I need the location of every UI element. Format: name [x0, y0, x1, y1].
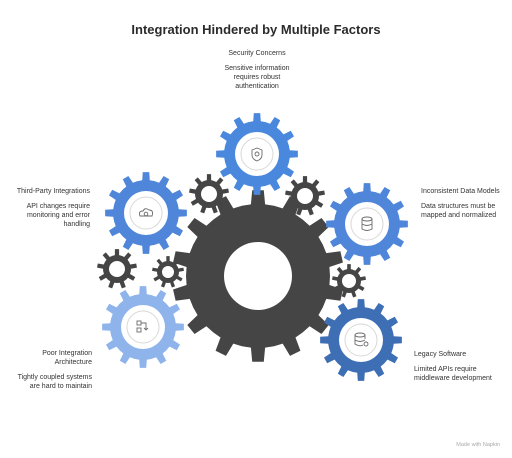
factor-title: Security Concerns	[228, 50, 286, 57]
footer-credit: Made with Napkin	[456, 442, 500, 448]
label-third-party-integrations: Third-Party Integrations API changes req…	[10, 187, 90, 229]
gear-inconsistent-data-models	[326, 183, 408, 265]
central-gear	[173, 190, 343, 362]
gear-security-concerns	[216, 113, 298, 195]
shield-icon	[251, 147, 263, 162]
factor-title: Legacy Software	[414, 351, 467, 358]
connector-gear-left-outer	[97, 249, 137, 289]
icon-badge	[240, 137, 274, 171]
factor-description: Limited APIs require middleware developm…	[414, 366, 492, 382]
icon-badge	[350, 207, 384, 241]
cloud-gear-icon	[138, 208, 154, 217]
connector-gear-top-right	[285, 176, 325, 216]
label-poor-integration-architecture: Poor Integration Architecture Tightly co…	[14, 349, 92, 391]
factor-description: Data structures must be mapped and norma…	[421, 203, 497, 219]
icon-badge	[344, 323, 378, 357]
factor-title: Third-Party Integrations	[16, 188, 90, 195]
database-icon	[361, 216, 373, 231]
gear-poor-integration-architecture	[102, 286, 184, 368]
connector-gear-left-inner	[152, 256, 184, 288]
label-inconsistent-data-models: Inconsistent Data Models Data structures…	[421, 187, 503, 220]
connector-gear-right	[332, 264, 366, 298]
flow-icon	[136, 320, 149, 333]
database-gear-icon	[354, 332, 369, 347]
factor-description: API changes require monitoring and error…	[26, 203, 90, 228]
factor-title: Inconsistent Data Models	[421, 188, 500, 195]
page-title: Integration Hindered by Multiple Factors	[131, 22, 381, 37]
factor-description: Tightly coupled systems are hard to main…	[17, 374, 92, 390]
label-security-concerns: Security Concerns Sensitive information …	[212, 49, 302, 91]
factor-description: Sensitive information requires robust au…	[224, 65, 290, 90]
gear-third-party-integrations	[105, 172, 187, 254]
icon-badge	[126, 310, 160, 344]
factor-title: Poor Integration Architecture	[42, 350, 92, 366]
label-legacy-software: Legacy Software Limited APIs require mid…	[414, 350, 502, 383]
icon-badge	[129, 196, 163, 230]
gear-legacy-software	[320, 299, 402, 381]
connector-gear-top-left	[189, 174, 229, 214]
